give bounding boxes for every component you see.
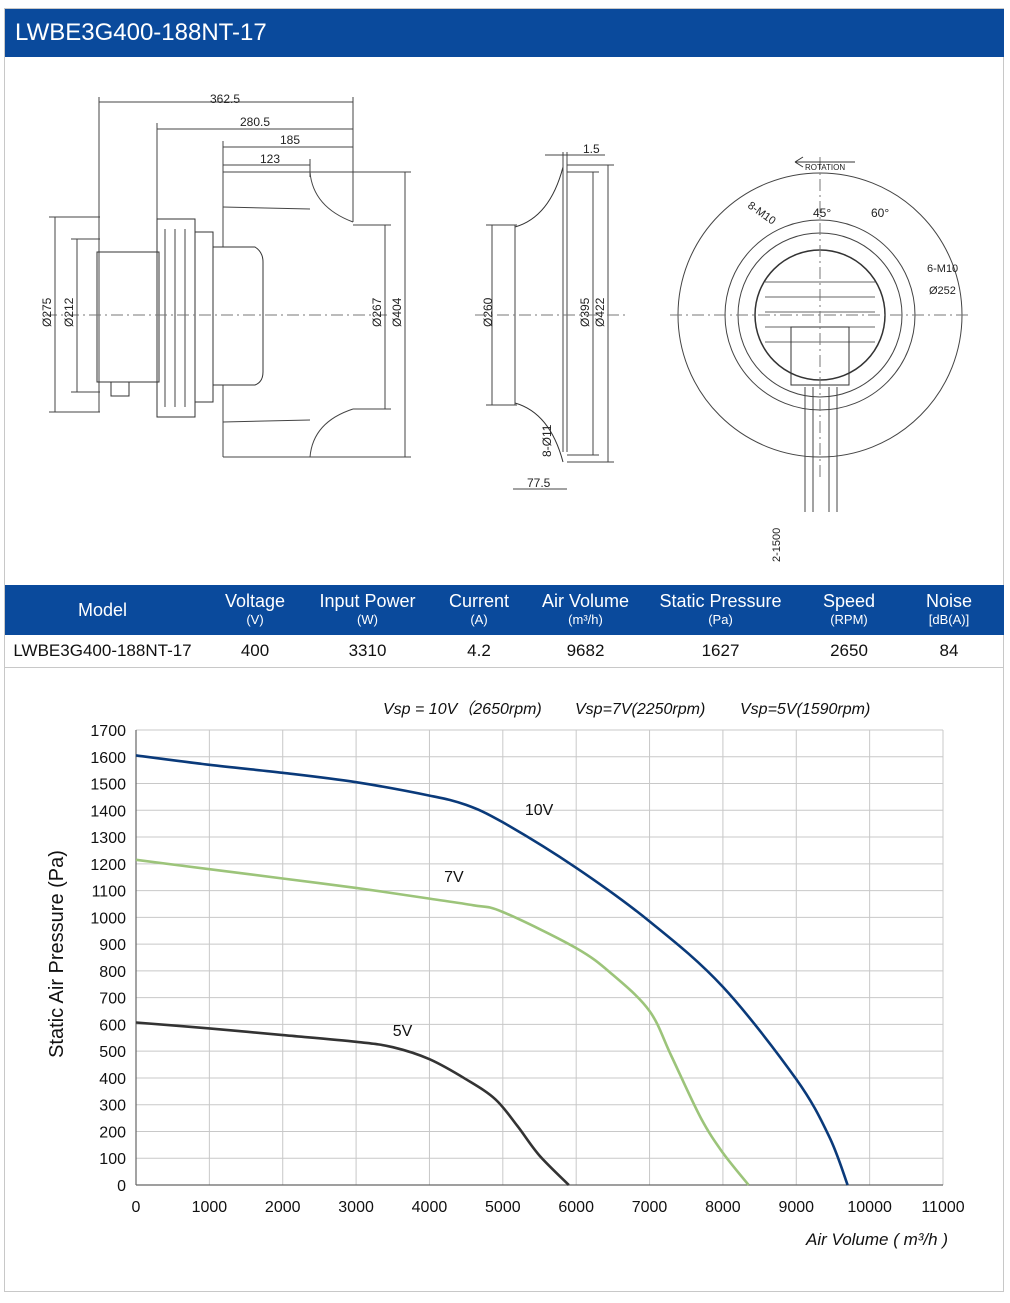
dia-260: Ø260 [481,297,495,327]
x-tick-7000: 7000 [632,1199,668,1216]
spec-table-header: Model Voltage (V) Input Power (W) Curren… [5,585,1004,635]
series-line-7V [135,858,750,1186]
y-tick-0: 0 [117,1178,126,1195]
cable-label: 2-1500 [771,528,783,562]
y-tick-200: 200 [99,1124,126,1141]
dia-404: Ø404 [390,297,404,327]
legend-text-2: Vsp=7V(2250rpm) [575,701,705,718]
y-tick-400: 400 [99,1071,126,1088]
col-speed: Speed (RPM) [822,591,876,627]
y-tick-1300: 1300 [90,830,126,847]
x-tick-6000: 6000 [558,1199,594,1216]
x-tick-9000: 9000 [778,1199,814,1216]
col-air-volume: Air Volume (m³/h) [541,591,630,627]
cell-current: 4.2 [467,641,491,660]
cell-voltage: 400 [240,641,270,660]
y-tick-1200: 1200 [90,857,126,874]
page-frame [4,8,1004,1292]
chart-svg: 0 100 200 300 400 500 600 700 800 900 1000 1100 1200… [46,700,965,1249]
x-tick-3000: 3000 [338,1199,374,1216]
dia-275: Ø275 [40,297,54,327]
technical-drawing: 362.5 280.5 185 123 Ø275 Ø212 [5,57,1004,585]
y-tick-1500: 1500 [90,777,126,794]
front-label-1: 8-M10 [745,200,777,228]
performance-chart: 0 100 200 300 400 500 600 700 800 900 1000 1100 1200… [5,668,1004,1288]
col-voltage: Voltage (V) [224,591,286,627]
col-static-pressure: Static Pressure (Pa) [659,591,782,627]
dim-side-3: 185 [280,133,300,147]
y-tick-800: 800 [99,964,126,981]
dia-422: Ø422 [593,297,607,327]
title-bar: LWBE3G400-188NT-17 [5,9,1004,57]
series-label-7V: 7V [444,869,464,886]
y-tick-600: 600 [99,1017,126,1034]
page-title: LWBE3G400-188NT-17 [15,19,267,46]
series-line-5V [135,1021,570,1186]
x-tick-0: 0 [132,1199,141,1216]
front-label-2: 45° [813,206,831,220]
front-view: ROTATION 8-M10 45° 60° 6-M10 Ø252 2-1500 [670,156,970,562]
dia-267: Ø267 [370,297,384,327]
cell-noise: 84 [939,641,959,660]
cell-model: LWBE3G400-188NT-17 [13,641,192,660]
legend-text-3: Vsp=5V(1590rpm) [740,701,870,718]
front-label-4: 6-M10 [927,263,958,275]
side-view: 362.5 280.5 185 123 Ø275 Ø212 [40,92,411,458]
y-axis-label: Static Air Pressure (Pa) [46,850,68,1058]
series-label-5V: 5V [393,1023,413,1040]
dia-395: Ø395 [578,297,592,327]
series-label-10V: 10V [525,802,554,819]
cell-input-power: 3310 [348,641,387,660]
front-label-3: 60° [871,206,889,220]
y-tick-1000: 1000 [90,910,126,927]
dia-212: Ø212 [62,297,76,327]
dim-side-2: 280.5 [240,115,270,129]
inlet-bottom-dim: 77.5 [527,476,551,490]
x-tick-5000: 5000 [485,1199,521,1216]
cell-air-volume: 9682 [566,641,605,660]
col-noise: Noise [dB(A)] [925,591,973,627]
inlet-holes: 8-Ø11 [540,424,554,457]
cell-speed: 2650 [830,641,868,660]
y-tick-700: 700 [99,991,126,1008]
front-label-5: Ø252 [929,285,956,297]
col-current: Current (A) [448,591,510,627]
y-tick-1400: 1400 [90,803,126,820]
col-input-power: Input Power (W) [319,591,416,627]
col-model: Model [77,600,128,620]
y-tick-100: 100 [99,1151,126,1168]
y-tick-labels: 0 100 200 300 400 500 600 700 800 900 1000 1100 1200… [90,723,126,1195]
drawing-svg: 362.5 280.5 185 123 Ø275 Ø212 [40,92,970,562]
inlet-top-dim: 1.5 [583,142,600,156]
legend-text-1: Vsp = 10V（2650rpm) [383,700,542,718]
series-line-10V [135,754,849,1186]
chart-series: 10V 7V 5V [135,754,849,1186]
y-tick-1700: 1700 [90,723,126,740]
x-axis-label: Air Volume ( m³/h ) [805,1230,948,1249]
x-tick-10000: 10000 [847,1199,892,1216]
rotation-label: ROTATION [805,163,845,172]
y-tick-1100: 1100 [92,884,127,901]
y-tick-1600: 1600 [90,750,126,767]
inlet-ring-view: 1.5 Ø260 Ø395 Ø422 8-Ø11 77.5 [475,142,625,490]
x-tick-2000: 2000 [265,1199,301,1216]
x-tick-4000: 4000 [412,1199,448,1216]
dim-side-4: 123 [260,152,280,166]
cell-static-pressure: 1627 [701,641,740,660]
y-tick-900: 900 [99,937,126,954]
chart-grid [135,729,944,1186]
x-tick-labels: 0 1000 2000 3000 4000 5000 6000 7000 8000 9000 100… [132,1199,965,1216]
spec-table-row: LWBE3G400-188NT-17 400 3310 4.2 9682 162… [5,635,1004,668]
x-tick-11000: 11000 [921,1199,964,1216]
y-tick-500: 500 [99,1044,126,1061]
x-tick-8000: 8000 [705,1199,741,1216]
x-tick-1000: 1000 [192,1199,228,1216]
dim-side-1: 362.5 [210,92,240,106]
y-tick-300: 300 [99,1098,126,1115]
